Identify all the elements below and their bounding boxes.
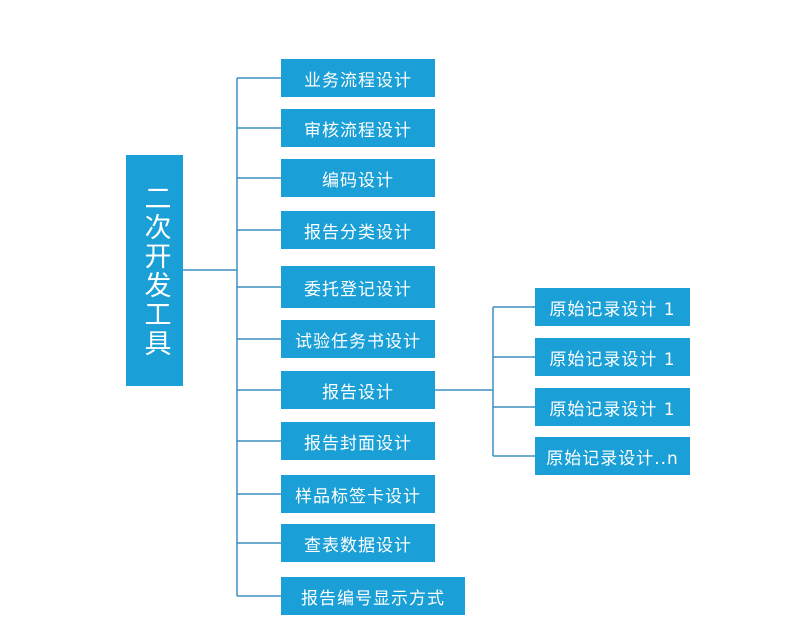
node-raw-record-design-3: 原始记录设计 1 bbox=[535, 388, 690, 426]
node-report-cover-design: 报告封面设计 bbox=[281, 422, 435, 460]
node-review-flow-design: 审核流程设计 bbox=[281, 109, 435, 147]
node-test-task-design: 试验任务书设计 bbox=[281, 320, 435, 358]
node-sample-label-design: 样品标签卡设计 bbox=[281, 475, 435, 513]
node-report-design: 报告设计 bbox=[281, 371, 435, 409]
node-coding-design: 编码设计 bbox=[281, 159, 435, 197]
root-node: 二次开发工具 bbox=[126, 155, 183, 386]
node-raw-record-design-2: 原始记录设计 1 bbox=[535, 338, 690, 376]
node-report-number-display: 报告编号显示方式 bbox=[281, 577, 465, 615]
node-report-category-design: 报告分类设计 bbox=[281, 211, 435, 249]
node-lookup-data-design: 查表数据设计 bbox=[281, 524, 435, 562]
node-commission-registration-design: 委托登记设计 bbox=[281, 266, 435, 308]
node-raw-record-design-n: 原始记录设计..n bbox=[535, 437, 690, 475]
node-raw-record-design-1: 原始记录设计 1 bbox=[535, 288, 690, 326]
node-business-flow-design: 业务流程设计 bbox=[281, 59, 435, 97]
